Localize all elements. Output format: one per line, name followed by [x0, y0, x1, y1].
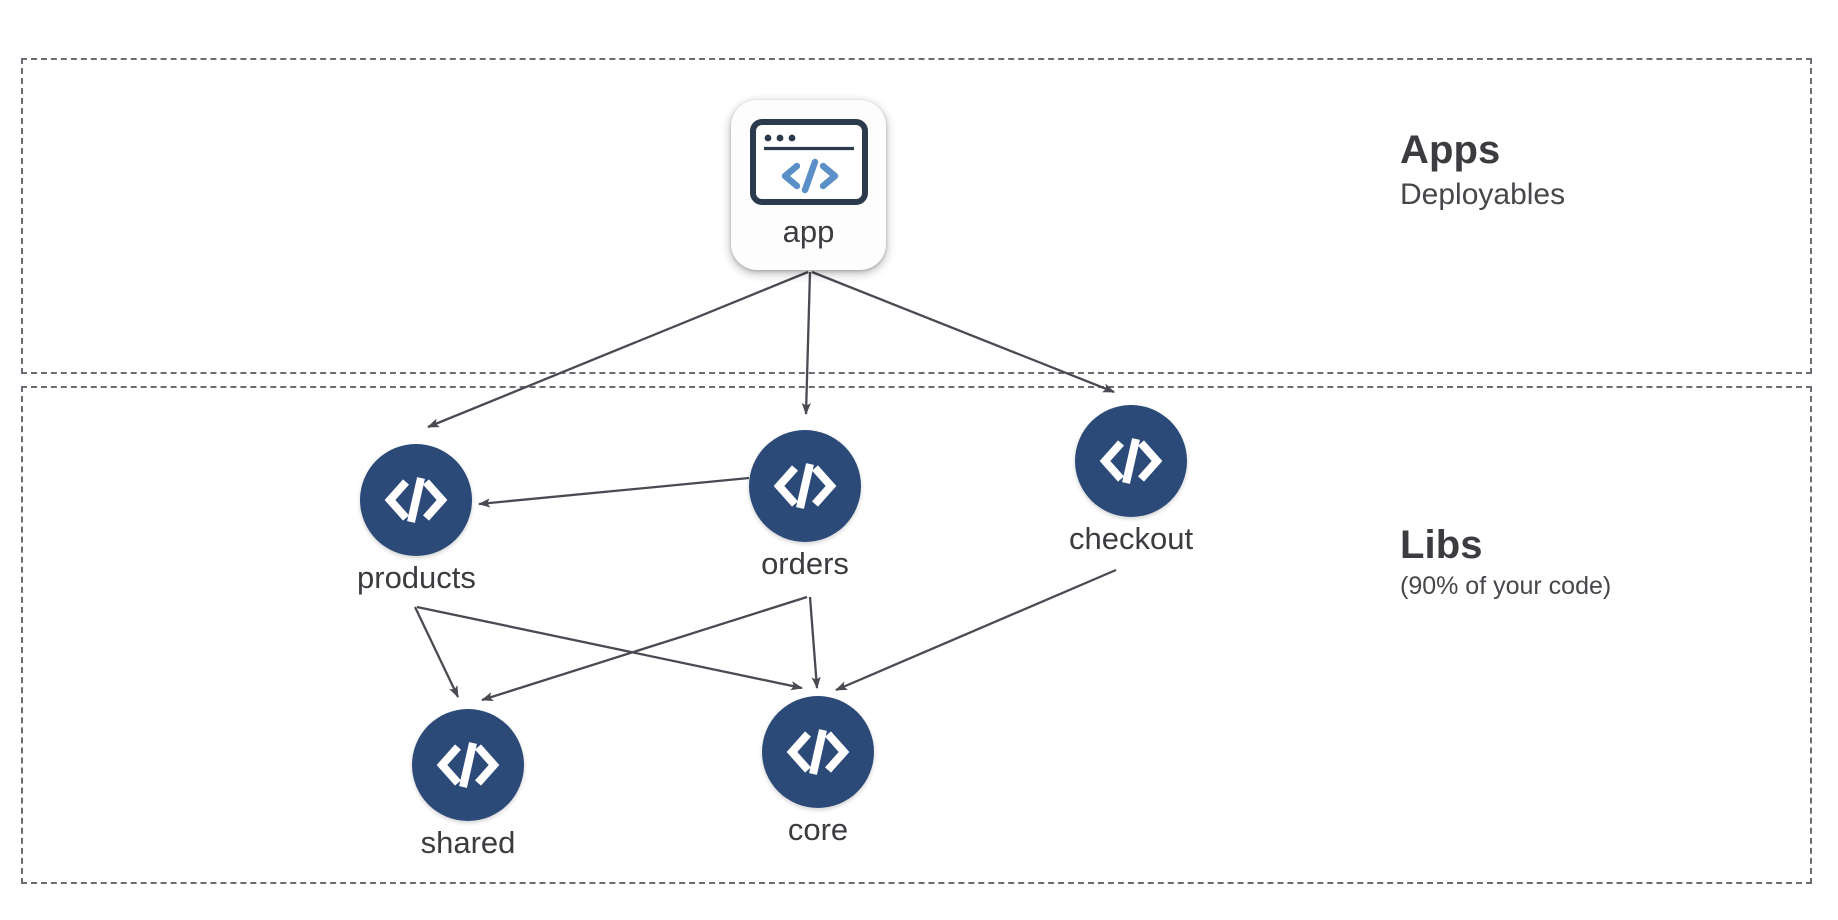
node-products[interactable]: products [357, 444, 476, 595]
code-brackets-icon [431, 728, 505, 802]
zone-box-apps [21, 58, 1812, 374]
node-checkout-label: checkout [1069, 521, 1194, 556]
node-shared-label: shared [420, 825, 516, 860]
node-orders-label: orders [761, 546, 849, 581]
browser-code-icon [749, 118, 869, 206]
node-app[interactable]: app [731, 100, 886, 270]
zone-libs-title: Libs [1400, 523, 1483, 567]
node-circle [749, 430, 861, 542]
zone-box-libs [21, 386, 1812, 884]
node-core[interactable]: core [762, 696, 874, 847]
node-circle [412, 709, 524, 821]
zone-caption-apps: Apps Deployables [1400, 128, 1565, 214]
zone-caption-libs: Libs (90% of your code) [1400, 523, 1611, 602]
node-app-label: app [782, 214, 835, 249]
node-circle [1075, 405, 1188, 517]
node-core-label: core [787, 812, 849, 847]
node-shared[interactable]: shared [412, 709, 524, 860]
code-brackets-icon [1094, 424, 1168, 498]
node-checkout[interactable]: checkout [1069, 405, 1193, 556]
code-brackets-icon [781, 715, 855, 789]
node-orders[interactable]: orders [749, 430, 861, 581]
node-circle [762, 696, 874, 808]
zone-apps-subtitle: Deployables [1400, 178, 1566, 211]
node-products-label: products [357, 560, 476, 595]
zone-libs-subtitle: (90% of your code) [1400, 572, 1612, 600]
code-brackets-icon [379, 463, 453, 537]
node-circle [360, 444, 473, 556]
zone-apps-title: Apps [1400, 128, 1501, 172]
code-brackets-icon [768, 449, 842, 523]
